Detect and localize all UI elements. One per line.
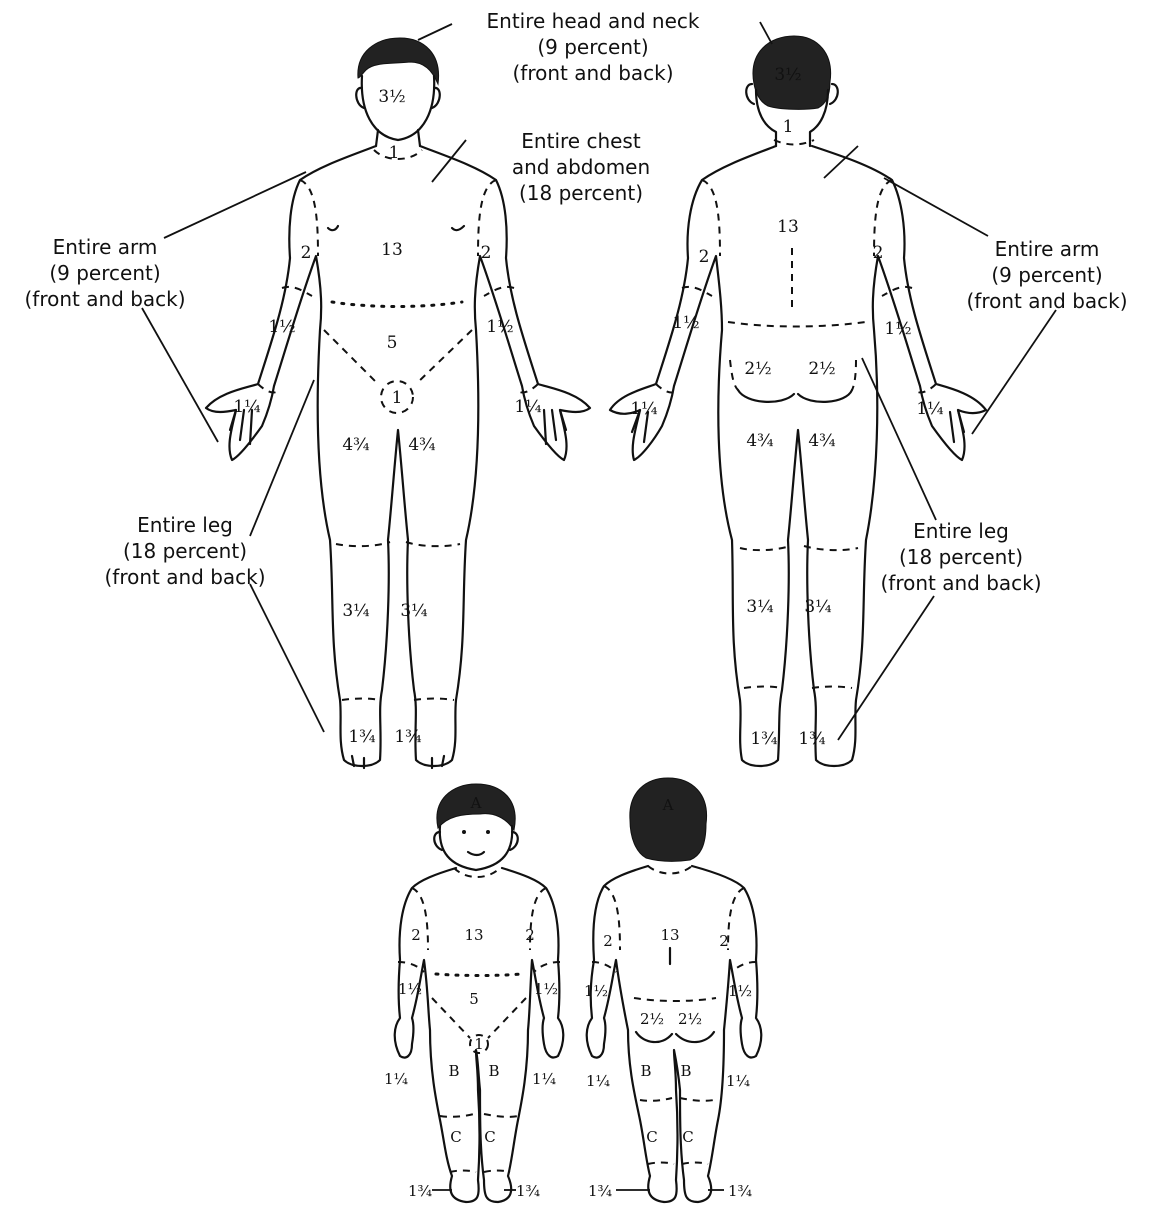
callout-leg-left-line3: (front and back) bbox=[82, 564, 288, 590]
child-front-hand-right-value: 1¼ bbox=[532, 1070, 557, 1088]
callout-arm-right-line1: Entire arm bbox=[944, 236, 1150, 262]
callout-head-neck: Entire head and neck (9 percent) (front … bbox=[452, 8, 734, 86]
adult-back-upper-arm-right-value: 2 bbox=[873, 243, 884, 263]
child-back-forearm-left-value: 1½ bbox=[584, 982, 608, 1000]
adult-front-leg-left-value: 3¼ bbox=[342, 601, 369, 621]
adult-front-forearm-right-value: 1½ bbox=[486, 317, 513, 337]
callout-leg-right-line2: (18 percent) bbox=[858, 544, 1064, 570]
callout-chest-abdomen: Entire chest and abdomen (18 percent) bbox=[486, 128, 676, 206]
callout-arm-right-line3: (front and back) bbox=[944, 288, 1150, 314]
child-front-leg-right-value: C bbox=[484, 1128, 495, 1146]
child-front-foot-left-value: 1¾ bbox=[408, 1182, 433, 1200]
child-front-forearm-right-value: 1½ bbox=[534, 980, 558, 998]
child-back-thigh-right-value: B bbox=[680, 1062, 691, 1080]
callout-arm-left-line3: (front and back) bbox=[2, 286, 208, 312]
child-front-forearm-left-value: 1½ bbox=[398, 980, 422, 998]
callout-head-neck-line2: (9 percent) bbox=[452, 34, 734, 60]
adult-back-upper-arm-left-value: 2 bbox=[699, 247, 710, 267]
child-front-thigh-right-value: B bbox=[488, 1062, 499, 1080]
child-back-body-outline bbox=[587, 866, 762, 1202]
callout-head-neck-line3: (front and back) bbox=[452, 60, 734, 86]
adult-back-buttock-right-value: 2½ bbox=[808, 359, 835, 379]
adult-back-body-outline bbox=[610, 146, 986, 766]
child-back-upper-arm-left-value: 2 bbox=[603, 932, 613, 950]
adult-back-trunk-value: 13 bbox=[777, 217, 799, 237]
adult-front-foot-right-value: 1¾ bbox=[394, 727, 421, 747]
adult-front-hand-right-value: 1¼ bbox=[514, 397, 541, 417]
child-back-buttock-left-value: 2½ bbox=[640, 1010, 664, 1028]
child-front-thigh-left-value: B bbox=[448, 1062, 459, 1080]
callout-chest-line1: Entire chest bbox=[486, 128, 676, 154]
adult-front-head-value: 3½ bbox=[378, 87, 405, 107]
callout-leg-left-line1: Entire leg bbox=[82, 512, 288, 538]
child-back-forearm-right-value: 1½ bbox=[728, 982, 752, 1000]
callout-arm-left-line2: (9 percent) bbox=[2, 260, 208, 286]
adult-front-forearm-left-value: 1½ bbox=[268, 317, 295, 337]
callout-leg-left-line2: (18 percent) bbox=[82, 538, 288, 564]
child-front-hand-left-value: 1¼ bbox=[384, 1070, 409, 1088]
adult-back-leg-right-value: 3¼ bbox=[804, 597, 831, 617]
adult-back-thigh-right-value: 4¾ bbox=[808, 431, 835, 451]
adult-front-trunk-value: 13 bbox=[381, 240, 403, 260]
child-back-buttock-right-value: 2½ bbox=[678, 1010, 702, 1028]
child-front-leg-left-value: C bbox=[450, 1128, 461, 1146]
child-front-abdomen-value: 5 bbox=[469, 990, 479, 1008]
child-back-upper-arm-right-value: 2 bbox=[719, 932, 729, 950]
adult-front-abdomen-value: 5 bbox=[387, 333, 398, 353]
callout-arm-right: Entire arm (9 percent) (front and back) bbox=[944, 236, 1150, 314]
child-front-head-value: A bbox=[470, 794, 482, 812]
adult-front-body-outline bbox=[206, 146, 590, 766]
callout-chest-line2: and abdomen bbox=[486, 154, 676, 180]
child-back-trunk-value: 13 bbox=[660, 926, 679, 944]
adult-front-neck-value: 1 bbox=[389, 143, 400, 163]
child-back-head-value: A bbox=[662, 796, 674, 814]
callout-leg-right: Entire leg (18 percent) (front and back) bbox=[858, 518, 1064, 596]
adult-front-hair bbox=[358, 38, 439, 84]
adult-back-hand-left-value: 1¼ bbox=[630, 399, 657, 419]
callout-chest-line3: (18 percent) bbox=[486, 180, 676, 206]
adult-front-foot-left-value: 1¾ bbox=[348, 727, 375, 747]
child-back-leg-left-value: C bbox=[646, 1128, 657, 1146]
child-front-upper-arm-left-value: 2 bbox=[411, 926, 421, 944]
child-back-hand-left-value: 1¼ bbox=[586, 1072, 611, 1090]
callout-arm-left-line1: Entire arm bbox=[2, 234, 208, 260]
adult-front-upper-arm-left-value: 2 bbox=[301, 243, 312, 263]
adult-back-head-value: 3½ bbox=[774, 65, 801, 85]
child-back-leg-right-value: C bbox=[682, 1128, 693, 1146]
child-back-foot-right-value: 1¾ bbox=[728, 1182, 753, 1200]
callout-arm-right-line2: (9 percent) bbox=[944, 262, 1150, 288]
adult-front-thigh-left-value: 4¾ bbox=[342, 435, 369, 455]
adult-front-genitals-value: 1 bbox=[392, 388, 403, 408]
adult-back-leg-left-value: 3¼ bbox=[746, 597, 773, 617]
callout-leg-right-line3: (front and back) bbox=[858, 570, 1064, 596]
child-front-trunk-value: 13 bbox=[464, 926, 483, 944]
adult-back-buttock-left-value: 2½ bbox=[744, 359, 771, 379]
adult-back-forearm-right-value: 1½ bbox=[884, 319, 911, 339]
child-back-thigh-left-value: B bbox=[640, 1062, 651, 1080]
adult-front-thigh-right-value: 4¾ bbox=[408, 435, 435, 455]
adult-back-foot-right-value: 1¾ bbox=[798, 729, 825, 749]
child-front-upper-arm-right-value: 2 bbox=[525, 926, 535, 944]
child-front-foot-right-value: 1¾ bbox=[516, 1182, 541, 1200]
child-front-genitals-value: 1 bbox=[474, 1035, 484, 1053]
adult-front-hand-left-value: 1¼ bbox=[233, 397, 260, 417]
adult-front-head bbox=[362, 76, 434, 140]
adult-back-forearm-left-value: 1½ bbox=[672, 313, 699, 333]
adult-front-leg-right-value: 3¼ bbox=[400, 601, 427, 621]
child-back-hair bbox=[630, 778, 707, 861]
child-back-foot-left-value: 1¾ bbox=[588, 1182, 613, 1200]
adult-front-upper-arm-right-value: 2 bbox=[481, 243, 492, 263]
adult-back-thigh-left-value: 4¾ bbox=[746, 431, 773, 451]
child-front-figure: A 13 2 2 1½ 1½ 5 1 1¼ 1¼ B B C C 1¾ 1¾ bbox=[384, 784, 563, 1202]
callout-head-neck-line1: Entire head and neck bbox=[452, 8, 734, 34]
adult-back-neck-value: 1 bbox=[783, 117, 794, 137]
adult-back-foot-left-value: 1¾ bbox=[750, 729, 777, 749]
child-back-hand-right-value: 1¼ bbox=[726, 1072, 751, 1090]
callout-leg-right-line1: Entire leg bbox=[858, 518, 1064, 544]
callout-leg-left: Entire leg (18 percent) (front and back) bbox=[82, 512, 288, 590]
callout-arm-left: Entire arm (9 percent) (front and back) bbox=[2, 234, 208, 312]
adult-back-hand-right-value: 1¼ bbox=[916, 399, 943, 419]
child-back-figure: A 13 2 2 1½ 1½ 2½ 2½ 1¼ 1¼ B B C C 1¾ 1¾ bbox=[584, 778, 761, 1202]
